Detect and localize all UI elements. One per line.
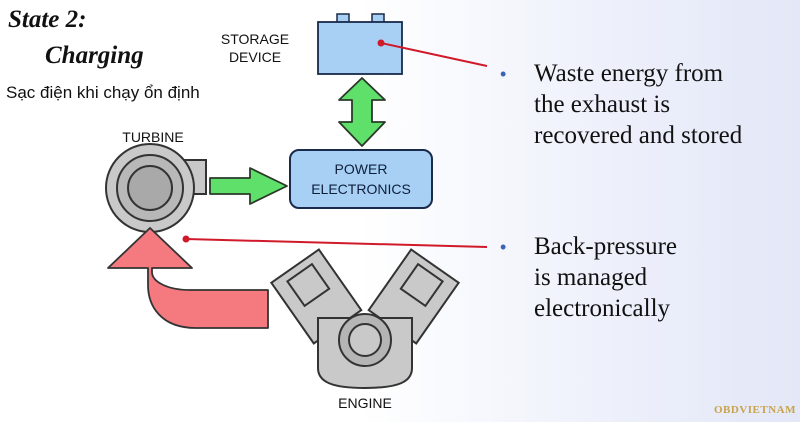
storage-device-battery	[317, 13, 403, 75]
bullet-dot-icon: •	[500, 64, 507, 84]
power-label-line1: POWER	[334, 161, 388, 177]
bullet-2-line-2: is managed	[534, 264, 648, 291]
engine-icon	[269, 248, 461, 390]
state-title: State 2:	[8, 6, 87, 33]
bullet-1-text: Waste energy from the exhaust is recover…	[534, 58, 742, 151]
bullet-2-text: Back-pressure is managed electronically	[534, 231, 677, 324]
bullet-1-line-1: Waste energy from	[534, 60, 724, 87]
storage-label-line2: DEVICE	[228, 49, 282, 65]
power-electronics-box	[289, 149, 433, 209]
arrow-turbine-to-power	[209, 167, 288, 205]
pointer-line-backpressure	[182, 235, 488, 248]
engine-label: ENGINE	[338, 395, 392, 411]
bullet-1-line-3: recovered and stored	[534, 122, 743, 149]
turbine-label: TURBINE	[122, 129, 184, 145]
power-electronics-label: POWER ELECTRONICS	[290, 159, 432, 199]
double-arrow-storage-power	[338, 77, 386, 147]
turbine-icon	[105, 143, 207, 233]
bullet-2-line-3: electronically	[534, 295, 671, 322]
pointer-line-storage	[377, 39, 488, 67]
bullet-2-line-1: Back-pressure	[534, 233, 677, 260]
bullet-1-line-2: the exhaust is	[534, 91, 671, 118]
power-label-line2: ELECTRONICS	[311, 181, 411, 197]
mode-title: Charging	[45, 42, 144, 69]
bullet-dot-icon: •	[500, 237, 507, 257]
watermark: OBDVIETNAM	[713, 404, 796, 416]
storage-label-line1: STORAGE	[220, 31, 290, 47]
storage-device-label: STORAGE DEVICE	[205, 30, 305, 66]
exhaust-arrow	[107, 227, 269, 329]
subtitle-vietnamese: Sạc điện khi chạy ổn định	[6, 83, 200, 102]
